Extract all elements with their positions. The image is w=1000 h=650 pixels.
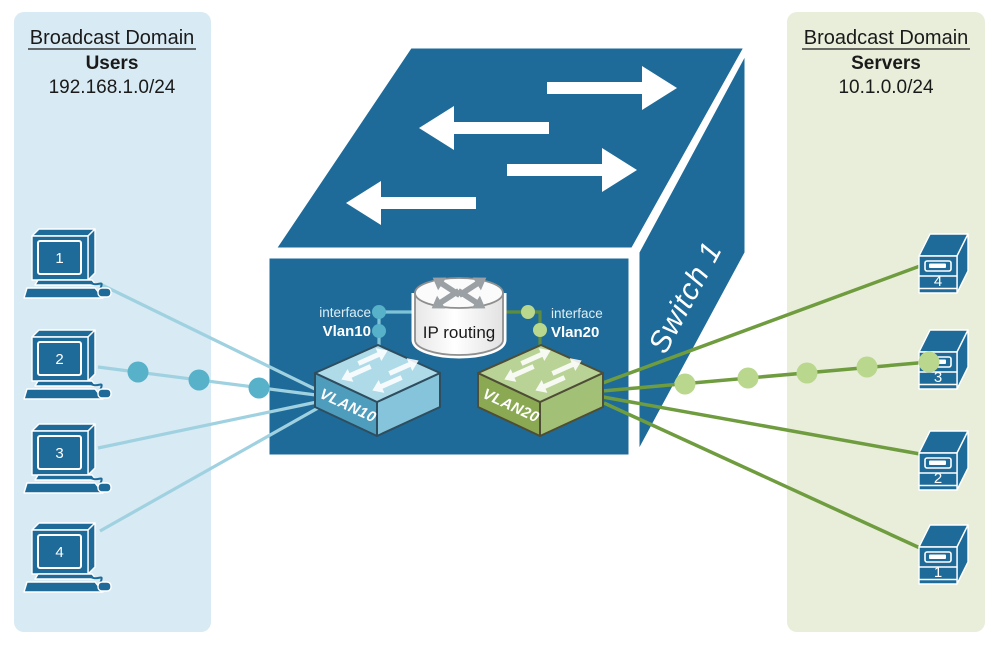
vlan10-connector-dots [372, 305, 386, 338]
servers-panel-subnet: 10.1.0.0/24 [838, 77, 934, 98]
vlan10-switch-icon: VLAN10 [314, 344, 441, 437]
servers-panel-title: Broadcast Domain [804, 27, 969, 49]
computer-2: 2 [23, 329, 112, 400]
link-dot [674, 373, 696, 395]
users-panel-group-label: Users [86, 53, 139, 74]
server-1: 1 [918, 524, 969, 585]
link-dot [533, 323, 547, 337]
servers-panel-group-label: Servers [851, 53, 921, 74]
server-access-links [599, 264, 930, 550]
interface-vlan10-label: interface Vlan10 [319, 305, 371, 340]
user3-link [97, 400, 318, 450]
vlan20-switch-icon: VLAN20 [477, 344, 604, 437]
link-dot [127, 361, 149, 383]
ip-routing-label: IP routing [423, 323, 495, 342]
link-dot [188, 369, 210, 391]
server-4: 4 [918, 233, 969, 294]
computer-4: 4 [23, 522, 112, 593]
server1-link [603, 401, 921, 550]
link-dot [796, 362, 818, 384]
router-body [414, 292, 504, 356]
computer-number: 1 [55, 250, 63, 267]
interface-word: interface [319, 305, 371, 320]
computer-number: 4 [55, 544, 63, 561]
ip-routing-router-icon: IP routing [411, 271, 507, 359]
server-3: 3 [918, 329, 969, 390]
server-number: 1 [934, 564, 942, 581]
computer-number: 3 [55, 445, 63, 462]
link-dot [372, 324, 386, 338]
link-dot [856, 356, 878, 378]
link-dot [737, 367, 759, 389]
link-dot [372, 305, 386, 319]
server-icon [918, 524, 969, 585]
server-icon [918, 430, 969, 491]
server-number: 3 [934, 369, 942, 386]
server-number: 4 [934, 273, 942, 290]
link-dot [521, 305, 535, 319]
users-panel-title: Broadcast Domain [30, 27, 195, 49]
vlan20-connector-dots [521, 305, 547, 337]
server2-link [602, 395, 921, 456]
user4-link [99, 406, 319, 533]
interface-name: Vlan20 [551, 324, 599, 341]
interface-word: interface [551, 306, 603, 321]
user2-link-dots [127, 361, 270, 399]
link-dot [248, 377, 270, 399]
server4-link [599, 264, 921, 386]
users-panel-subnet: 192.168.1.0/24 [49, 77, 176, 98]
server-icon [918, 233, 969, 294]
computer-3: 3 [23, 423, 112, 494]
server-number: 2 [934, 470, 942, 487]
interface-name: Vlan10 [323, 323, 371, 340]
computer-number: 2 [55, 351, 63, 368]
link-dot [918, 351, 940, 373]
server3-link-dots [674, 351, 940, 395]
user1-link [99, 282, 316, 391]
server-2: 2 [918, 430, 969, 491]
computer-1: 1 [23, 228, 112, 299]
interface-vlan20-label: interface Vlan20 [551, 306, 603, 341]
